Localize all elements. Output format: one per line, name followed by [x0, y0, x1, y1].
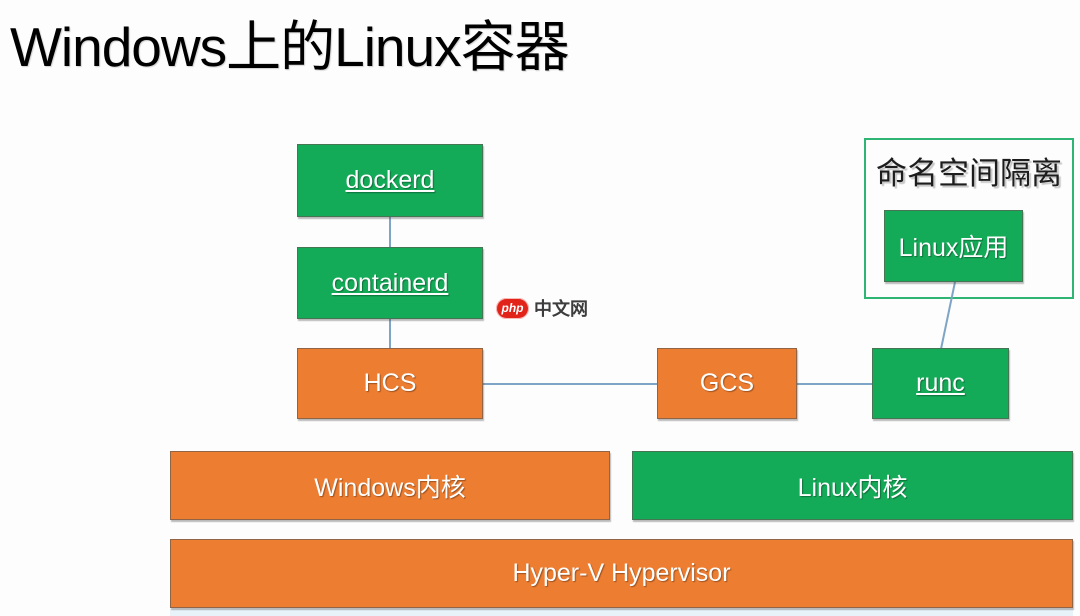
node-containerd-label: containerd [331, 268, 449, 297]
node-runc: runc [872, 348, 1009, 419]
node-linux-app: Linux应用 [884, 210, 1023, 282]
edge-linuxapp-runc [940, 281, 956, 350]
node-hcs: HCS [297, 348, 483, 419]
slide-bottom-strip [170, 609, 1073, 616]
node-linux-kernel-label: Linux内核 [797, 473, 908, 502]
node-dockerd: dockerd [297, 144, 483, 217]
node-hypervisor-label: Hyper-V Hypervisor [512, 559, 731, 587]
page-title: Windows上的Linux容器 [10, 16, 570, 78]
node-linux-kernel: Linux内核 [632, 451, 1073, 520]
node-gcs: GCS [657, 348, 797, 419]
node-hypervisor: Hyper-V Hypervisor [170, 539, 1073, 608]
node-runc-label: runc [916, 369, 965, 397]
watermark-site-text: 中文网 [534, 299, 588, 319]
node-dockerd-label: dockerd [345, 166, 435, 194]
node-containerd: containerd [297, 247, 483, 319]
node-windows-kernel: Windows内核 [170, 451, 610, 520]
node-gcs-label: GCS [699, 369, 755, 397]
node-linux-app-label: Linux应用 [898, 234, 1009, 262]
node-hcs-label: HCS [363, 369, 417, 397]
node-windows-kernel-label: Windows内核 [314, 473, 466, 502]
watermark: php 中文网 [496, 295, 588, 321]
namespace-isolation-label: 命名空间隔离 [876, 156, 1062, 191]
php-logo: php [496, 297, 529, 319]
